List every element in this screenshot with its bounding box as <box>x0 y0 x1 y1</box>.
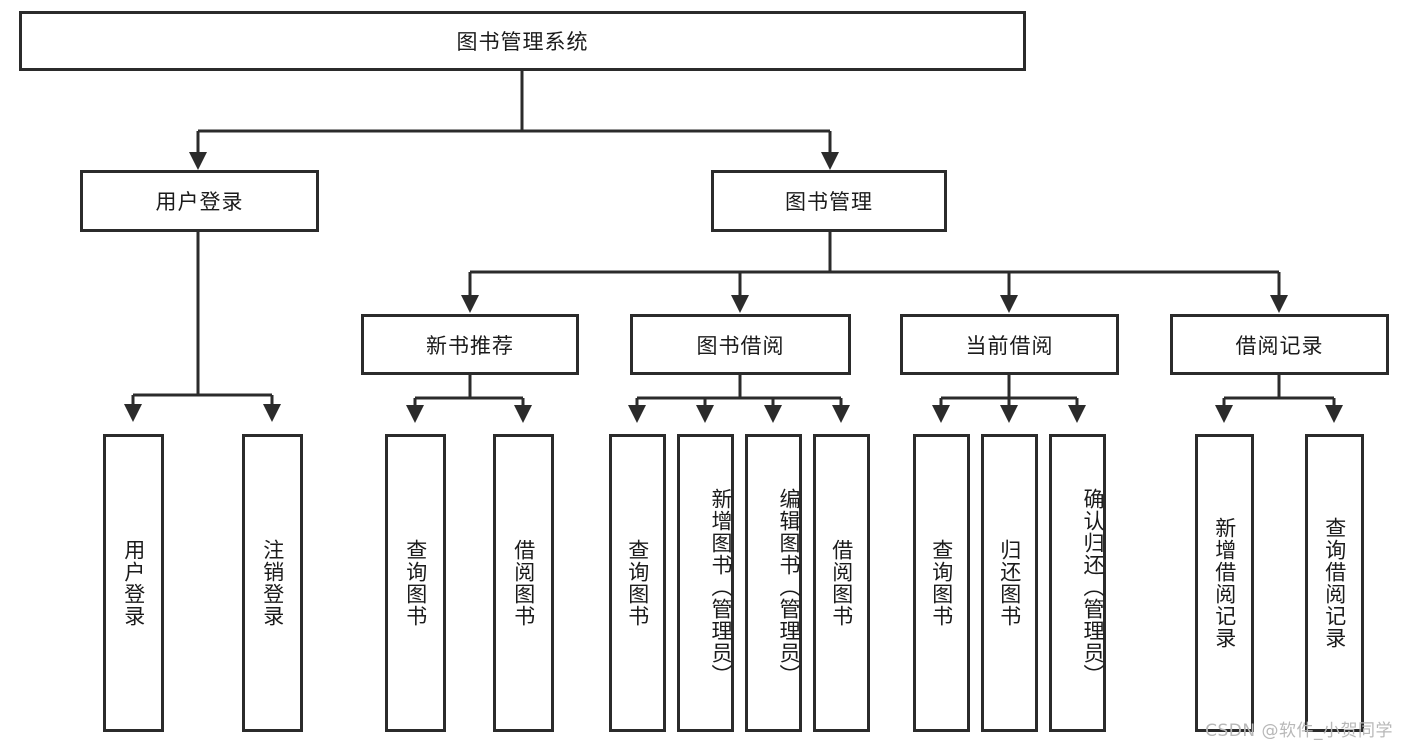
arrow-head-icon <box>932 405 950 423</box>
node-box-book-borrow[interactable] <box>630 314 851 375</box>
arrow-head-icon <box>821 152 839 170</box>
arrow-head-icon <box>1270 295 1288 313</box>
arrow-head-icon <box>263 404 281 422</box>
arrow-head-icon <box>832 405 850 423</box>
leaf-box-borrow-book-1[interactable] <box>493 434 554 732</box>
leaf-box-query-record[interactable] <box>1305 434 1364 732</box>
leaf-box-add-record[interactable] <box>1195 434 1254 732</box>
arrow-head-icon <box>514 405 532 423</box>
node-box-book-management[interactable] <box>711 170 947 232</box>
leaf-box-query-book-3[interactable] <box>913 434 970 732</box>
arrow-head-icon <box>1000 405 1018 423</box>
arrow-head-icon <box>124 404 142 422</box>
arrow-head-icon <box>1068 405 1086 423</box>
leaf-box-edit-book[interactable] <box>745 434 802 732</box>
arrow-head-icon <box>764 405 782 423</box>
leaf-box-query-book-1[interactable] <box>385 434 446 732</box>
arrow-head-icon <box>696 405 714 423</box>
arrow-head-icon <box>1325 405 1343 423</box>
leaf-box-logout-login[interactable] <box>242 434 303 732</box>
arrow-head-icon <box>1000 295 1018 313</box>
leaf-box-query-book-2[interactable] <box>609 434 666 732</box>
leaf-box-confirm-return[interactable] <box>1049 434 1106 732</box>
node-box-user-login[interactable] <box>80 170 319 232</box>
arrow-head-icon <box>189 152 207 170</box>
node-box-new-book-recommend[interactable] <box>361 314 579 375</box>
node-box-root[interactable] <box>19 11 1026 71</box>
arrow-head-icon <box>461 295 479 313</box>
arrow-head-icon <box>731 295 749 313</box>
leaf-box-user-login[interactable] <box>103 434 164 732</box>
leaf-box-add-book[interactable] <box>677 434 734 732</box>
node-box-current-borrow[interactable] <box>900 314 1119 375</box>
leaf-box-borrow-book-2[interactable] <box>813 434 870 732</box>
arrow-head-icon <box>628 405 646 423</box>
arrow-head-icon <box>1215 405 1233 423</box>
node-box-borrow-record[interactable] <box>1170 314 1389 375</box>
leaf-box-return-book[interactable] <box>981 434 1038 732</box>
arrow-head-icon <box>406 405 424 423</box>
